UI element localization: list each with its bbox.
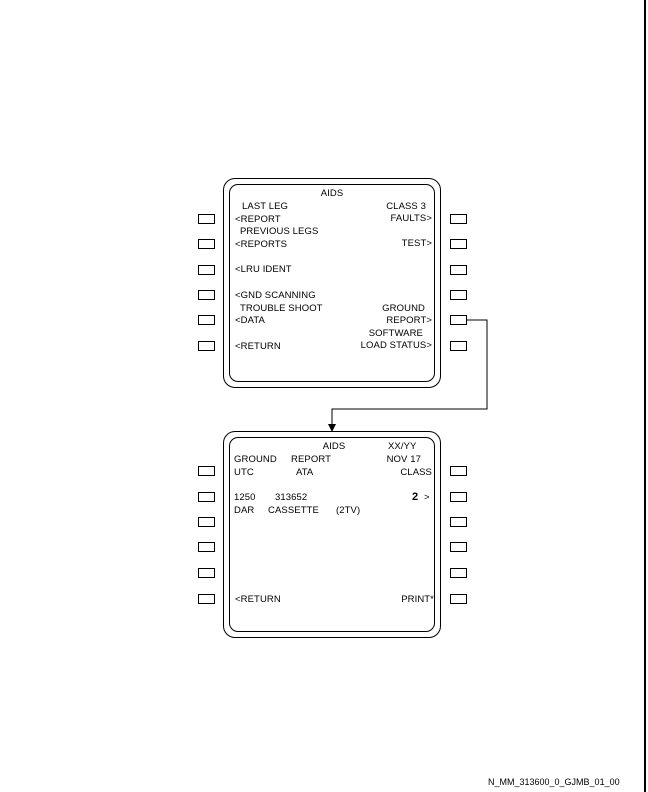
screen-title: AIDS — [320, 188, 344, 199]
label-class: CLASS — [400, 467, 432, 478]
mcdu-display-area — [229, 184, 435, 382]
lsk-2r[interactable] — [450, 492, 467, 502]
lsk-2l[interactable] — [198, 492, 215, 502]
lsk-6r[interactable] — [450, 341, 467, 351]
lsk-1r[interactable] — [450, 214, 467, 224]
lsk-5r[interactable] — [450, 315, 467, 325]
option-return[interactable]: <RETURN — [235, 341, 281, 352]
lsk-4r[interactable] — [450, 290, 467, 300]
label-software: SOFTWARE — [368, 328, 423, 339]
lsk-6r[interactable] — [450, 594, 467, 604]
option-print[interactable]: PRINT* — [401, 594, 434, 605]
lsk-3r[interactable] — [450, 517, 467, 527]
option-reports[interactable]: <REPORTS — [235, 239, 288, 250]
lsk-4l[interactable] — [198, 542, 215, 552]
option-report[interactable]: <REPORT — [235, 214, 281, 225]
label-trouble-shoot: TROUBLE SHOOT — [240, 303, 323, 314]
page-indicator: XX/YY — [388, 441, 417, 452]
document-reference-code: N_MM_313600_0_GJMB_01_00 — [488, 777, 620, 787]
lsk-1l[interactable] — [198, 214, 215, 224]
mcdu-display-area — [229, 437, 435, 632]
page-right-border — [644, 0, 646, 792]
lsk-3r[interactable] — [450, 265, 467, 275]
lsk-3l[interactable] — [198, 517, 215, 527]
lsk-6l[interactable] — [198, 341, 215, 351]
label-ground: GROUND — [234, 454, 277, 465]
lsk-3l[interactable] — [198, 265, 215, 275]
label-cassette: CASSETTE — [268, 505, 319, 516]
label-2tv: (2TV) — [336, 505, 361, 516]
option-test[interactable]: TEST> — [401, 238, 432, 249]
option-return[interactable]: <RETURN — [235, 594, 281, 605]
value-class: 2 — [412, 491, 419, 503]
option-gnd-scanning[interactable]: <GND SCANNING — [235, 290, 316, 301]
label-dar: DAR — [234, 505, 255, 516]
screen-title: AIDS — [322, 441, 346, 452]
option-ground-report[interactable]: REPORT> — [386, 315, 432, 326]
label-previous-legs: PREVIOUS LEGS — [240, 226, 319, 237]
value-utc: 1250 — [234, 492, 256, 503]
label-ground: GROUND — [382, 303, 425, 314]
mcdu-screen-ground-report — [223, 431, 441, 638]
lsk-6l[interactable] — [198, 594, 215, 604]
label-report: REPORT — [291, 454, 332, 465]
next-page-arrow[interactable]: > — [424, 492, 430, 503]
option-load-status[interactable]: LOAD STATUS> — [360, 340, 432, 351]
option-faults[interactable]: FAULTS> — [390, 213, 432, 224]
lsk-2l[interactable] — [198, 239, 215, 249]
lsk-4r[interactable] — [450, 542, 467, 552]
option-data[interactable]: <DATA — [235, 315, 265, 326]
label-ata: ATA — [296, 467, 314, 478]
arrowhead-icon — [328, 424, 336, 432]
lsk-2r[interactable] — [450, 239, 467, 249]
lsk-1r[interactable] — [450, 466, 467, 476]
lsk-4l[interactable] — [198, 290, 215, 300]
lsk-5r[interactable] — [450, 568, 467, 578]
lsk-1l[interactable] — [198, 466, 215, 476]
label-class-3: CLASS 3 — [386, 201, 426, 212]
lsk-5l[interactable] — [198, 315, 215, 325]
label-last-leg: LAST LEG — [242, 201, 289, 212]
mcdu-screen-aids-menu — [223, 178, 441, 388]
report-date: NOV 17 — [386, 454, 421, 465]
lsk-5l[interactable] — [198, 568, 215, 578]
value-ata: 313652 — [275, 492, 308, 503]
label-utc: UTC — [234, 467, 254, 478]
option-lru-ident[interactable]: <LRU IDENT — [235, 264, 292, 275]
